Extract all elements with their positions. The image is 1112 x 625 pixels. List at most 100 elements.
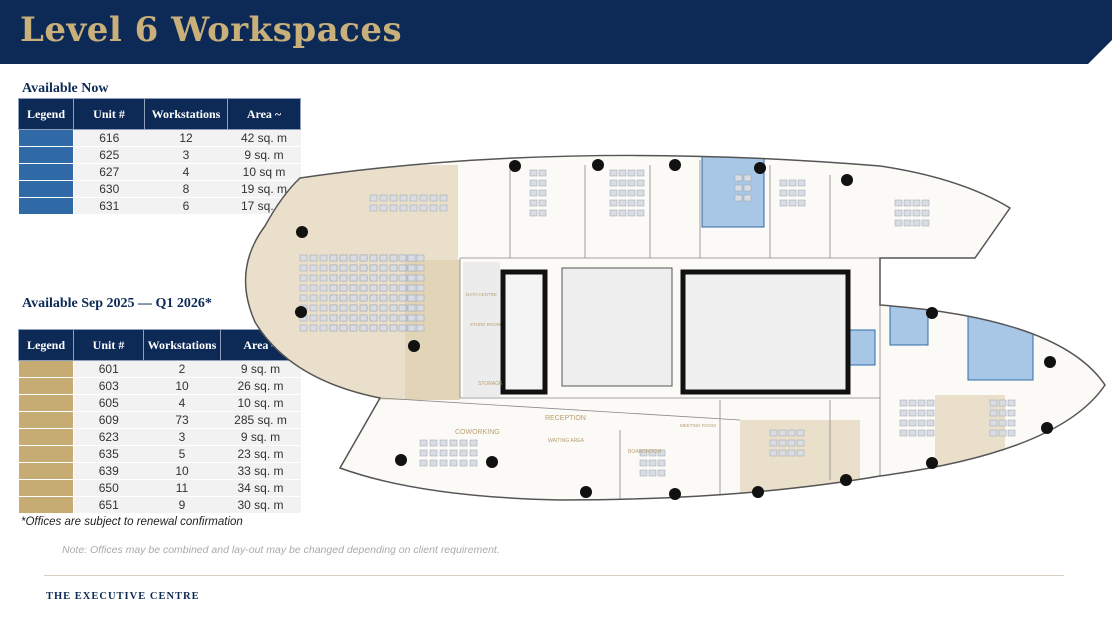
desk [618,199,627,207]
desk [439,459,448,467]
desk [349,324,358,332]
structural-column [296,226,308,238]
desk [538,169,547,177]
unit-cell: 630 [73,180,145,198]
area-cell: 34 sq. m [220,479,301,497]
desk [538,179,547,187]
desk [416,254,425,262]
desk [407,314,416,322]
desk [917,399,926,407]
desk [379,294,388,302]
workstations-cell: 5 [143,445,221,463]
desk [419,459,428,467]
desk [627,179,636,187]
desk [309,294,318,302]
desk [407,304,416,312]
desk [894,219,903,227]
desk [369,264,378,272]
desk [609,179,618,187]
desk [299,294,308,302]
header-banner: Level 6 Workspaces [0,0,1112,64]
desk [989,409,998,417]
desk [349,314,358,322]
desk [369,304,378,312]
desk [359,324,368,332]
legend-swatch [18,394,74,412]
unit-cell: 601 [73,360,144,378]
desk [439,204,448,212]
desk [529,199,538,207]
desk [339,324,348,332]
area-cell: 10 sq m [227,163,301,181]
desk [796,429,805,437]
desk [407,264,416,272]
meeting-room-label: MEETING ROOM [680,423,716,428]
desk [416,264,425,272]
desk [609,169,618,177]
desk [359,284,368,292]
desk [379,264,388,272]
structural-column [840,474,852,486]
desk [389,294,398,302]
desk [618,189,627,197]
desk [921,209,930,217]
workstations-cell: 4 [143,394,221,412]
col-legend: Legend [18,98,74,130]
legend-swatch [18,180,74,198]
desk [469,439,478,447]
desk [908,419,917,427]
unit-cell: 625 [73,146,145,164]
desk [379,204,388,212]
desk [449,439,458,447]
structural-column [592,159,604,171]
desk [894,199,903,207]
desk [618,179,627,187]
desk [416,274,425,282]
core-east [680,269,851,395]
desk [657,449,666,457]
unit-616 [701,155,765,228]
desk [416,314,425,322]
desk [769,439,778,447]
desk [899,419,908,427]
table-row: 601 2 9 sq. m [18,360,301,378]
workstations-cell: 12 [144,129,228,147]
desk [309,324,318,332]
workstations-cell: 4 [144,163,228,181]
desk [429,439,438,447]
desk [359,264,368,272]
unit-cell: 609 [73,411,144,429]
structural-column [295,306,307,318]
desk [734,174,743,182]
desk [339,264,348,272]
desk [636,169,645,177]
desk [734,184,743,192]
desk [529,209,538,217]
desk [359,294,368,302]
desk [389,304,398,312]
desk [329,254,338,262]
desk [299,284,308,292]
desk [529,189,538,197]
desk [419,439,428,447]
structural-column [408,340,420,352]
desk [743,194,752,202]
desk [407,324,416,332]
desk [319,304,328,312]
desk [416,294,425,302]
area-cell: 10 sq. m [220,394,301,412]
desk [379,314,388,322]
desk [319,264,328,272]
desk [349,304,358,312]
desk [339,314,348,322]
desk [636,189,645,197]
desk [917,419,926,427]
boardroom-label: BOARDROOM [628,449,661,455]
desk [398,314,407,322]
desk [329,304,338,312]
desk [299,274,308,282]
desk [379,304,388,312]
desk [389,254,398,262]
structural-column [841,174,853,186]
desk [779,179,788,187]
